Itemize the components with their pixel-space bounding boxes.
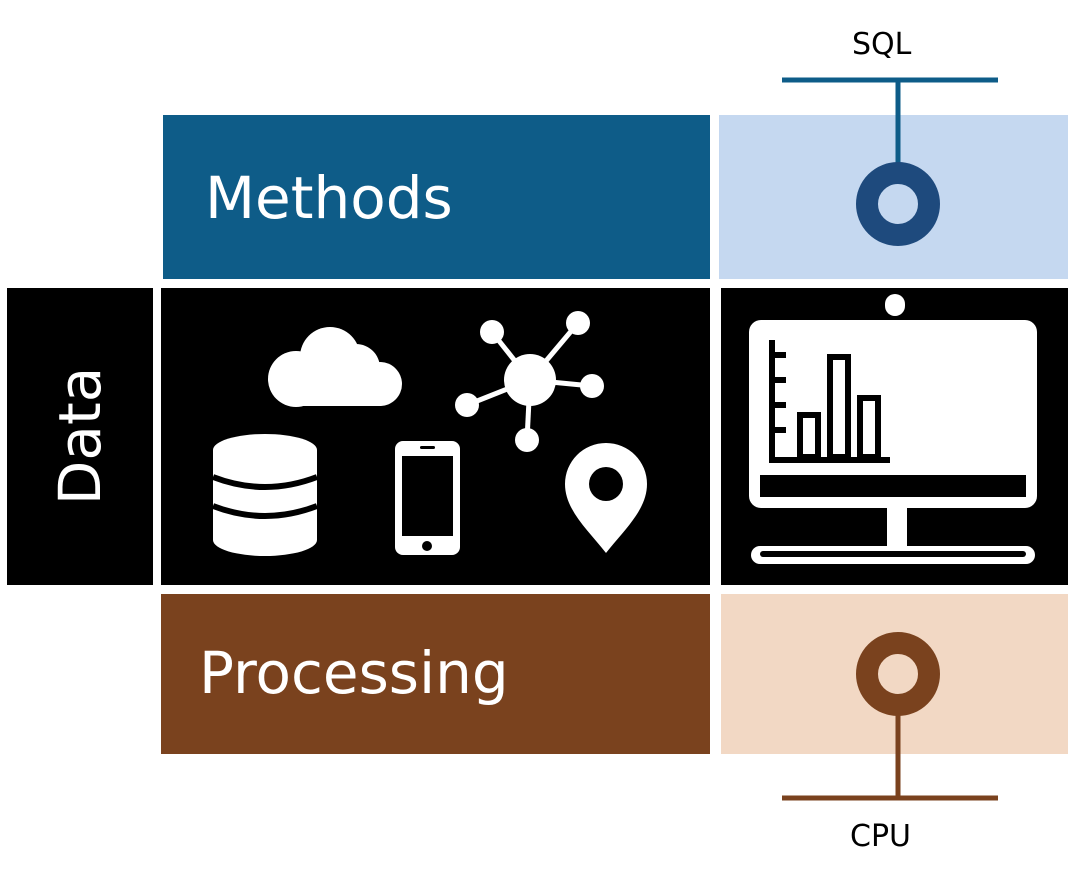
processing-label: Processing (199, 639, 509, 707)
cpu-panel (721, 594, 1068, 754)
methods-label: Methods (205, 164, 453, 232)
sql-panel (719, 115, 1068, 279)
data-side-label-block: Data (7, 288, 153, 585)
cpu-connector (782, 632, 998, 801)
sql-connector (782, 77, 998, 246)
network-icon (455, 311, 604, 452)
smartphone-icon (395, 441, 460, 555)
monitor-chart-icon (749, 294, 1037, 564)
cpu-node-icon (856, 632, 940, 716)
cpu-label: CPU (850, 819, 911, 854)
database-icon (211, 434, 319, 556)
processing-block: Processing (161, 594, 710, 754)
location-pin-icon (565, 443, 647, 553)
bar-chart-graphic (769, 340, 890, 463)
methods-block: Methods (163, 115, 710, 279)
sql-node-icon (856, 162, 940, 246)
cloud-icon (268, 327, 402, 407)
sql-label: SQL (852, 27, 912, 62)
